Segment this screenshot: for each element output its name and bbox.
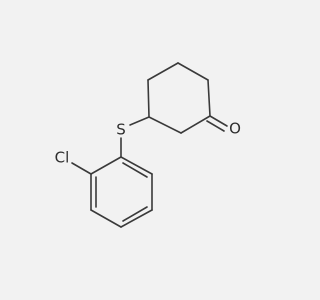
molecule-diagram: O S Cl xyxy=(55,62,241,228)
oxygen-label: O xyxy=(229,120,241,138)
chlorine-label: Cl xyxy=(55,149,70,167)
ring-bond-c5-c6 xyxy=(147,79,150,118)
benzene-double-bond-2 xyxy=(122,206,148,222)
ring-bond-c3-c4 xyxy=(180,115,211,134)
benzene-ring xyxy=(90,156,153,228)
carbonyl-double-bond xyxy=(206,115,228,132)
atom-label-oxygen: O xyxy=(229,120,241,138)
carbonyl-bond-inner xyxy=(206,120,225,132)
ring-bond-c4-c5 xyxy=(148,116,182,134)
benzene-bond-a3-a4 xyxy=(90,209,122,228)
bond-aryl-chlorine xyxy=(71,162,92,175)
benzene-bond-a4-a5 xyxy=(120,209,153,228)
benzene-bond-a6-a1 xyxy=(120,156,153,175)
ring-bond-c2-c3 xyxy=(207,79,211,117)
benzene-bond-a1-a2 xyxy=(90,156,122,175)
ring-bond-c6-c1 xyxy=(147,62,179,81)
carbonyl-bond-outer xyxy=(209,115,228,127)
structure-canvas: O S Cl xyxy=(55,62,241,228)
benzene-double-bond-3 xyxy=(122,162,148,178)
cyclohexanone-ring xyxy=(147,62,211,134)
sulfur-label: S xyxy=(116,121,126,139)
ring-bond-c1-c2 xyxy=(177,62,209,81)
bond-c5-sulfur xyxy=(129,116,150,126)
atom-label-sulfur: S xyxy=(116,121,126,139)
atom-label-chlorine: Cl xyxy=(55,149,70,167)
